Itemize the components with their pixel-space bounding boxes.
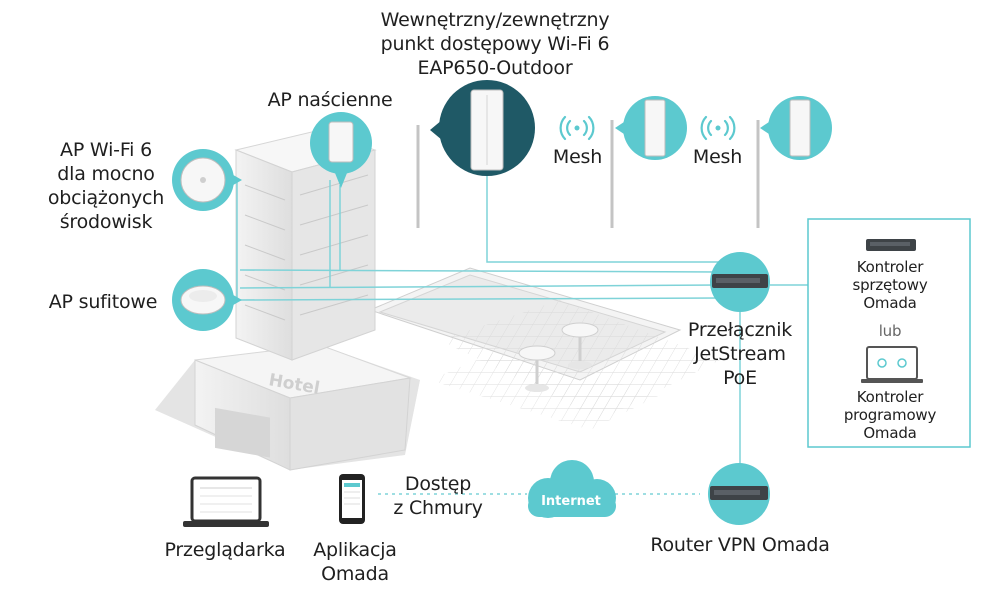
- wifi6-ap-bubble: [172, 149, 242, 211]
- wifi6-ap-label: AP Wi-Fi 6 dla mocno obciążonych środowi…: [47, 139, 165, 233]
- ceiling-ap-label: AP sufitowe: [48, 291, 158, 313]
- hotel-lobby: [155, 344, 420, 471]
- mesh-label-2: Mesh: [692, 146, 743, 168]
- wifi-signal-icon: [700, 115, 736, 141]
- hotel-tower: [234, 129, 377, 361]
- router-label: Router VPN Omada: [650, 534, 830, 556]
- wall-ap-bubble: [310, 112, 372, 188]
- internet-label: Internet: [541, 494, 601, 509]
- browser-label: Przeglądarka: [164, 539, 286, 561]
- tower-windows: [244, 174, 369, 321]
- wifi-signal-icon: [559, 115, 595, 141]
- smartphone-icon: [339, 474, 365, 524]
- outdoor-ap-label: Wewnętrzny/zewnętrzny punkt dostępowy Wi…: [380, 9, 610, 79]
- switch-bubble: [710, 252, 770, 312]
- connection-lines: [236, 175, 808, 495]
- access-point-icon: [644, 99, 666, 157]
- mesh-label-1: Mesh: [552, 146, 603, 168]
- cloud-icon: [528, 460, 616, 518]
- cloud-access-label: Dostęp z Chmury: [393, 473, 483, 519]
- or-label: lub: [878, 322, 902, 340]
- mesh-ap-bubble-2: [760, 96, 832, 160]
- laptop-icon: [183, 476, 269, 527]
- wall-ap-label: AP naścienne: [267, 89, 393, 111]
- app-label: Aplikacja Omada: [313, 539, 397, 585]
- mesh-ap-bubble-1: [615, 96, 687, 160]
- parasols: [518, 322, 599, 392]
- poles: [416, 120, 760, 228]
- router-bubble: [708, 463, 770, 525]
- ceiling-ap-bubble: [172, 269, 242, 331]
- controller-box: [807, 218, 971, 448]
- sw-controller-laptop: [861, 346, 923, 383]
- parasol: [518, 345, 556, 392]
- access-point-icon: [328, 121, 354, 163]
- switch-label: Przełącznik JetStream PoE: [687, 319, 793, 389]
- parasol: [561, 322, 599, 369]
- hw-controller-label: Kontroler sprzętowy Omada: [852, 258, 928, 312]
- sw-controller-label: Kontroler programowy Omada: [843, 388, 937, 442]
- outdoor-ap-bubble: [430, 80, 535, 176]
- access-point-icon: [789, 99, 811, 157]
- hw-controller-device: [866, 239, 916, 251]
